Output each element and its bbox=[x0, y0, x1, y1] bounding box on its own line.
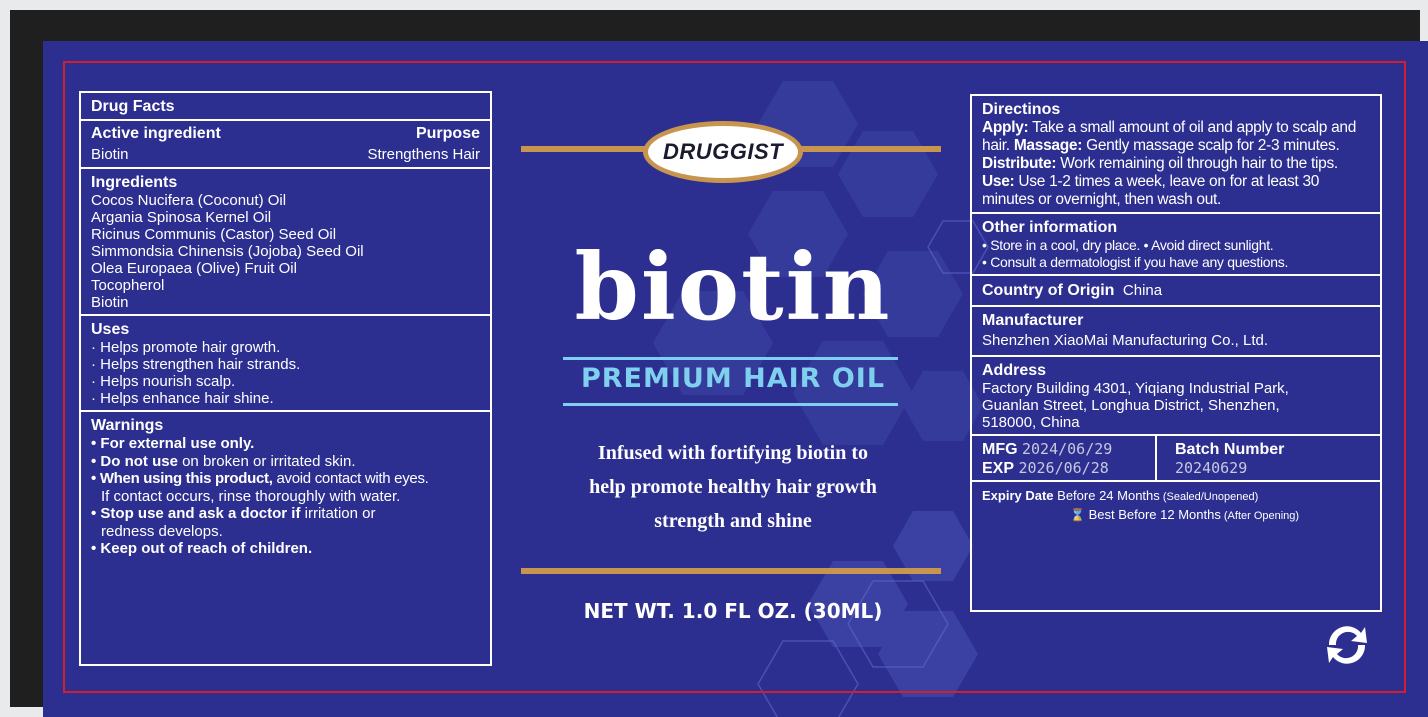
origin-value: China bbox=[1122, 282, 1163, 299]
warning-bold: • Stop use and ask a doctor if bbox=[91, 505, 301, 522]
warning-text: avoid contact with eyes. bbox=[272, 470, 429, 487]
expiry-line2-main: Best Before 12 Months bbox=[1088, 507, 1221, 522]
ingredient-item: Tocopherol bbox=[91, 277, 165, 294]
product-subtitle: PREMIUM HAIR OIL bbox=[580, 363, 886, 394]
manufacturer-section: Manufacturer Shenzhen XiaoMai Manufactur… bbox=[972, 307, 1380, 357]
drug-facts-panel: Drug Facts Active ingredient Purpose Bio… bbox=[79, 91, 492, 666]
mfg-value: 2024/06/29 bbox=[1022, 440, 1113, 458]
directions-text: Apply: Take a small amount of oil and ap… bbox=[982, 119, 1370, 209]
blue-line-bottom bbox=[563, 403, 898, 406]
exp-label: EXP bbox=[982, 460, 1015, 477]
use-item: · Helps strengthen hair strands. bbox=[91, 356, 301, 373]
ingredient-item: Argania Spinosa Kernel Oil bbox=[91, 209, 272, 226]
ingredient-item: Cocos Nucifera (Coconut) Oil bbox=[91, 192, 287, 209]
directions-section: Directinos Apply: Take a small amount of… bbox=[972, 96, 1380, 214]
manufacturer-title: Manufacturer bbox=[982, 312, 1084, 329]
label-frame: Drug Facts Active ingredient Purpose Bio… bbox=[10, 10, 1428, 717]
info-panel: Directinos Apply: Take a small amount of… bbox=[970, 94, 1382, 612]
description-line: strength and shine bbox=[654, 510, 812, 532]
brand-badge: DRUGGIST bbox=[643, 121, 803, 183]
expiry-section: Expiry Date Before 24 Months (Sealed/Uno… bbox=[972, 482, 1380, 531]
net-weight: NET WT. 1.0 FL OZ. (30ML) bbox=[583, 599, 883, 623]
warning-bold: • Keep out of reach of children. bbox=[91, 540, 313, 557]
warning-bold: • For external use only. bbox=[91, 435, 255, 452]
manufacturer-value: Shenzhen XiaoMai Manufacturing Co., Ltd. bbox=[982, 332, 1269, 349]
ingredients-title: Ingredients bbox=[91, 174, 178, 191]
warning-text: irritation or bbox=[300, 505, 376, 522]
batch-block: Batch Number 20240629 bbox=[1157, 436, 1294, 480]
use-text: Use 1-2 times a week, leave on for at le… bbox=[982, 173, 1320, 208]
other-info-title: Other information bbox=[982, 219, 1118, 236]
other-info-line: • Consult a dermatologist if you have an… bbox=[982, 254, 1289, 270]
address-line: 518000, China bbox=[982, 414, 1080, 431]
ingredient-item: Biotin bbox=[91, 294, 129, 311]
exp-value: 2026/06/28 bbox=[1018, 459, 1109, 477]
address-line: Guanlan Street, Longhua District, Shenzh… bbox=[982, 397, 1280, 414]
warning-text: If contact occurs, rinse thoroughly with… bbox=[101, 487, 401, 505]
recycle-icon bbox=[1327, 626, 1367, 664]
description-line: Infused with fortifying biotin to bbox=[597, 442, 869, 464]
red-border-line bbox=[63, 61, 1406, 693]
distribute-text: Work remaining oil through hair to the t… bbox=[1056, 155, 1338, 172]
warnings-title: Warnings bbox=[91, 417, 164, 434]
other-info-line: • Store in a cool, dry place. • Avoid di… bbox=[982, 237, 1274, 253]
uses-title: Uses bbox=[91, 321, 130, 338]
gold-bar-bottom bbox=[521, 568, 941, 574]
use-item: · Helps nourish scalp. bbox=[91, 373, 236, 390]
blue-line-top bbox=[563, 357, 898, 360]
brand-name: DRUGGIST bbox=[648, 126, 798, 178]
apply-text: Take a small amount of oil and apply to … bbox=[982, 119, 1357, 154]
expiry-label: Expiry Date bbox=[982, 488, 1054, 503]
mfg-label: MFG bbox=[982, 441, 1018, 458]
batch-label: Batch Number bbox=[1175, 441, 1285, 458]
directions-title: Directinos bbox=[982, 101, 1061, 118]
warnings-section: Warnings • For external use only. • Do n… bbox=[81, 412, 490, 561]
hexagon-background bbox=[653, 81, 989, 717]
purpose-header: Purpose bbox=[415, 125, 480, 142]
active-ingredient-header: Active ingredient bbox=[91, 125, 221, 142]
ingredient-item: Ricinus Communis (Castor) Seed Oil bbox=[91, 226, 337, 243]
warning-bold: • When using this product, bbox=[91, 470, 273, 487]
origin-section: Country of Origin China bbox=[972, 276, 1380, 307]
ingredient-item: Olea Europaea (Olive) Fruit Oil bbox=[91, 260, 297, 277]
divider bbox=[81, 119, 490, 121]
ingredients-section: Ingredients Cocos Nucifera (Coconut) Oil… bbox=[81, 169, 490, 316]
use-item: · Helps promote hair growth. bbox=[91, 339, 281, 356]
product-description: Infused with fortifying biotin to help p… bbox=[513, 436, 953, 538]
purpose-value: Strengthens Hair bbox=[367, 146, 480, 163]
address-title: Address bbox=[982, 362, 1047, 379]
origin-label: Country of Origin bbox=[982, 282, 1115, 299]
active-ingredient-value: Biotin bbox=[91, 146, 129, 163]
hourglass-icon: ⌛ bbox=[1070, 508, 1085, 522]
batch-value: 20240629 bbox=[1175, 459, 1248, 477]
dates-section: MFG 2024/06/29 EXP 2026/06/28 Batch Numb… bbox=[972, 436, 1380, 482]
expiry-line1-small: (Sealed/Unopened) bbox=[1159, 491, 1259, 503]
expiry-line1-main: Before 24 Months bbox=[1053, 488, 1160, 503]
address-line: Factory Building 4301, Yiqiang Industria… bbox=[982, 380, 1289, 397]
massage-text: Gently massage scalp for 2-3 minutes. bbox=[1082, 137, 1340, 154]
mfg-exp-block: MFG 2024/06/29 EXP 2026/06/28 bbox=[972, 436, 1157, 480]
ingredient-item: Simmondsia Chinensis (Jojoba) Seed Oil bbox=[91, 243, 364, 260]
apply-label: Apply: bbox=[982, 119, 1029, 136]
description-line: help promote healthy hair growth bbox=[589, 476, 877, 498]
address-section: Address Factory Building 4301, Yiqiang I… bbox=[972, 357, 1380, 436]
warning-text: on broken or irritated skin. bbox=[177, 452, 356, 470]
expiry-line2-small: (After Opening) bbox=[1220, 510, 1300, 522]
use-label: Use: bbox=[982, 173, 1015, 190]
product-label: Drug Facts Active ingredient Purpose Bio… bbox=[43, 41, 1428, 717]
use-item: · Helps enhance hair shine. bbox=[91, 390, 274, 407]
drug-facts-section: Drug Facts Active ingredient Purpose Bio… bbox=[81, 93, 490, 169]
warning-bold: • Do not use bbox=[91, 452, 178, 470]
other-info-section: Other information • Store in a cool, dry… bbox=[972, 214, 1380, 276]
massage-label: Massage: bbox=[1013, 137, 1083, 154]
distribute-label: Distribute: bbox=[982, 155, 1057, 172]
warning-text: redness develops. bbox=[101, 522, 223, 540]
drug-facts-title: Drug Facts bbox=[91, 98, 175, 115]
uses-section: Uses · Helps promote hair growth. · Help… bbox=[81, 316, 490, 412]
product-name: biotin bbox=[574, 233, 892, 341]
